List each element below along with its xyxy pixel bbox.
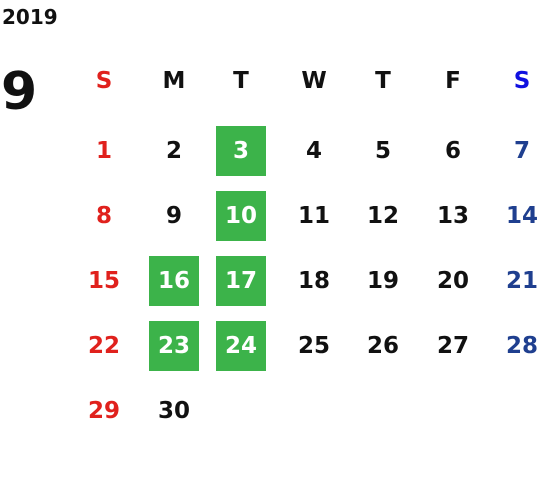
day-cell: 4 xyxy=(305,137,322,164)
day-cell: 28 xyxy=(505,332,538,359)
day-cell: 20 xyxy=(436,267,469,294)
day-cell-highlighted: 16 xyxy=(149,256,199,306)
day-cell-highlighted: 24 xyxy=(216,321,266,371)
day-cell: 29 xyxy=(87,397,120,424)
weekday-header: T xyxy=(375,67,391,94)
day-cell: 13 xyxy=(436,202,469,229)
day-cell: 7 xyxy=(513,137,530,164)
day-cell: 30 xyxy=(157,397,190,424)
day-cell: 1 xyxy=(95,137,112,164)
weekday-header: S xyxy=(95,67,113,94)
day-cell: 14 xyxy=(505,202,538,229)
weekday-header: T xyxy=(233,67,249,94)
day-cell: 6 xyxy=(444,137,461,164)
year-label: 2019 xyxy=(2,5,58,29)
day-cell: 26 xyxy=(366,332,399,359)
day-cell: 18 xyxy=(297,267,330,294)
day-cell: 5 xyxy=(374,137,391,164)
day-cell-highlighted: 3 xyxy=(216,126,266,176)
weekday-header: F xyxy=(445,67,461,94)
day-cell: 22 xyxy=(87,332,120,359)
day-cell: 12 xyxy=(366,202,399,229)
day-cell: 11 xyxy=(297,202,330,229)
month-number: 9 xyxy=(1,62,38,122)
day-cell-highlighted: 10 xyxy=(216,191,266,241)
day-cell: 15 xyxy=(87,267,120,294)
day-cell: 19 xyxy=(366,267,399,294)
day-cell: 27 xyxy=(436,332,469,359)
day-cell: 2 xyxy=(165,137,182,164)
day-cell: 8 xyxy=(95,202,112,229)
weekday-header: S xyxy=(513,67,531,94)
day-cell: 25 xyxy=(297,332,330,359)
weekday-header: M xyxy=(162,67,186,94)
day-cell: 9 xyxy=(165,202,182,229)
weekday-header: W xyxy=(301,67,327,94)
day-cell-highlighted: 17 xyxy=(216,256,266,306)
day-cell: 21 xyxy=(505,267,538,294)
day-cell-highlighted: 23 xyxy=(149,321,199,371)
